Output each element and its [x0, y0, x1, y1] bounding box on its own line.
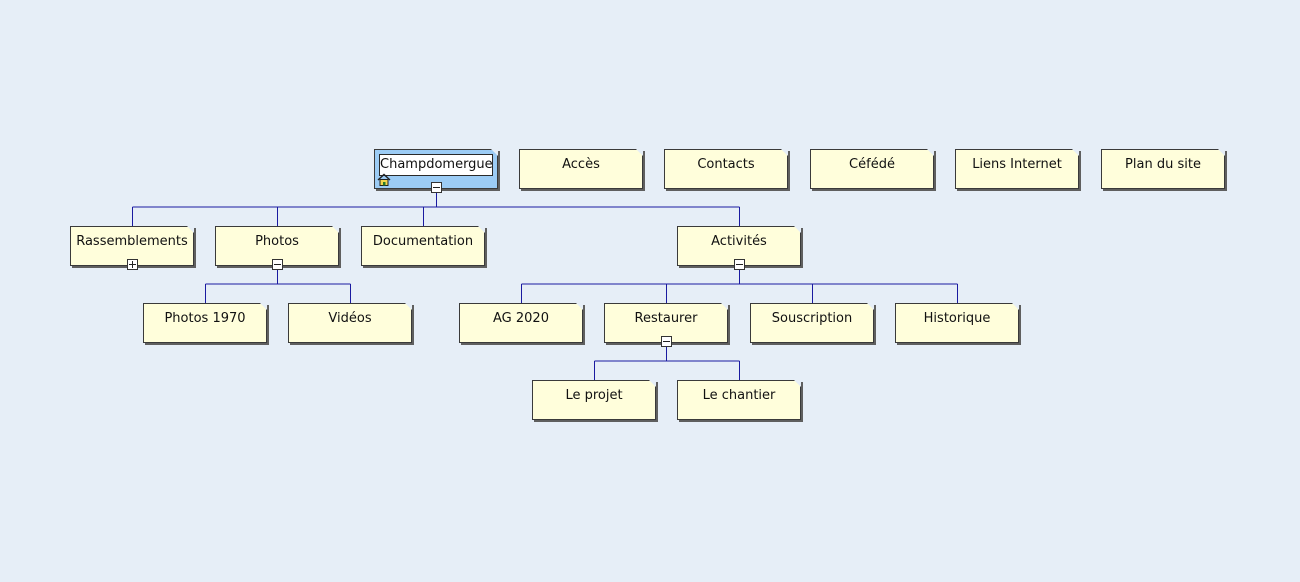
sitemap-node-ag-2020[interactable]: AG 2020	[459, 303, 583, 343]
node-label: Plan du site	[1125, 157, 1201, 172]
sitemap-node-champdomergue[interactable]: Champdomergue	[374, 149, 498, 193]
sitemap-node-photos[interactable]: Photos	[215, 226, 339, 270]
sitemap-node-le-projet[interactable]: Le projet	[532, 380, 656, 420]
node-label: AG 2020	[493, 311, 549, 326]
sitemap-node-rassemblements[interactable]: Rassemblements	[70, 226, 194, 270]
sitemap-node-photos-1970[interactable]: Photos 1970	[143, 303, 267, 343]
sitemap-node-videos[interactable]: Vidéos	[288, 303, 412, 343]
node-label: Souscription	[771, 311, 853, 326]
sitemap-node-historique[interactable]: Historique	[895, 303, 1019, 343]
node-label: Céfédé	[849, 157, 895, 172]
node-label: Photos 1970	[164, 311, 246, 326]
node-label: Contacts	[697, 157, 755, 172]
home-icon	[377, 173, 391, 186]
sitemap-node-contacts[interactable]: Contacts	[664, 149, 788, 189]
collapse-toggle-icon[interactable]	[272, 259, 283, 270]
node-label: Liens Internet	[972, 157, 1062, 172]
sitemap-node-souscription[interactable]: Souscription	[750, 303, 874, 343]
sitemap-node-acces[interactable]: Accès	[519, 149, 643, 189]
node-label: Vidéos	[328, 311, 372, 326]
expand-toggle-icon[interactable]	[127, 259, 138, 270]
sitemap-node-restaurer[interactable]: Restaurer	[604, 303, 728, 347]
sitemap-node-plan-du-site[interactable]: Plan du site	[1101, 149, 1225, 189]
collapse-toggle-icon[interactable]	[431, 182, 442, 193]
sitemap-node-liens-internet[interactable]: Liens Internet	[955, 149, 1079, 189]
sitemap-node-activites[interactable]: Activités	[677, 226, 801, 270]
sitemap-node-cefede[interactable]: Céfédé	[810, 149, 934, 189]
node-label: Le chantier	[702, 388, 776, 403]
sitemap-node-documentation[interactable]: Documentation	[361, 226, 485, 266]
node-label: Le projet	[565, 388, 623, 403]
node-label: Champdomergue	[379, 154, 493, 176]
sitemap-node-le-chantier[interactable]: Le chantier	[677, 380, 801, 420]
node-label: Activités	[711, 234, 767, 249]
node-label: Photos	[255, 234, 299, 249]
node-label: Restaurer	[634, 311, 698, 326]
node-label: Accès	[562, 157, 600, 172]
collapse-toggle-icon[interactable]	[661, 336, 672, 347]
node-label: Historique	[923, 311, 991, 326]
node-label: Documentation	[372, 234, 474, 249]
collapse-toggle-icon[interactable]	[734, 259, 745, 270]
node-label: Rassemblements	[76, 234, 188, 249]
